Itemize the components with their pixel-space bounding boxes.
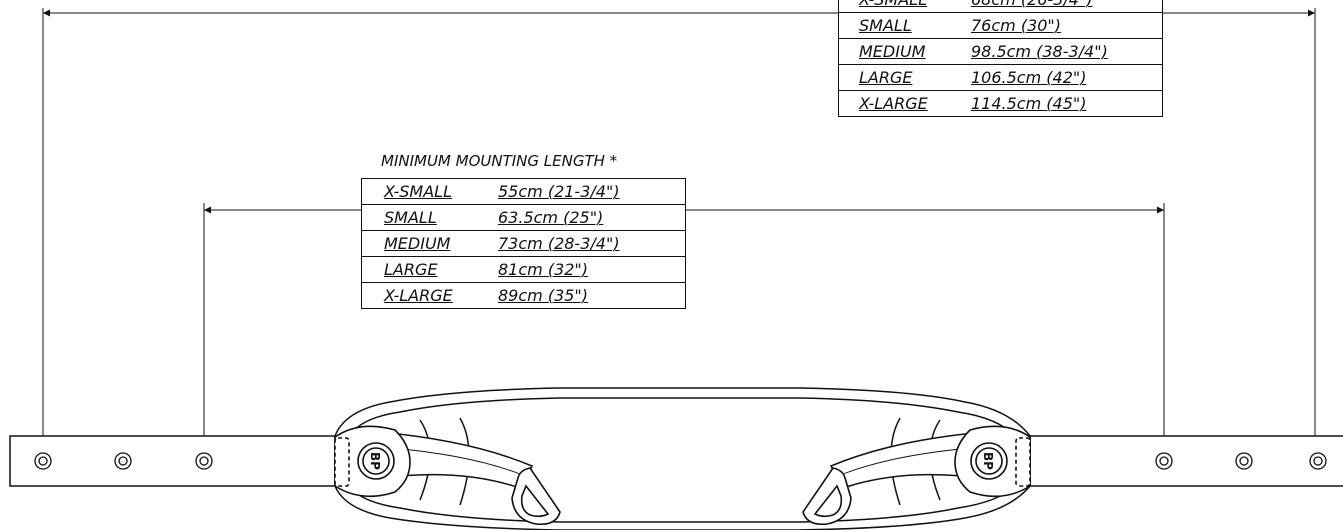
- table-row: SMALL 76cm (30"): [839, 12, 1162, 38]
- eyelets: [34, 452, 1327, 470]
- eyelet-3: [195, 452, 213, 470]
- left-buckle-logo: BP: [368, 452, 382, 470]
- table-row: X-SMALL 68cm (26-3/4"): [839, 0, 1162, 12]
- extension-lines: [42, 8, 1316, 448]
- length-value: 55cm (21-3/4"): [498, 182, 620, 201]
- right-buckle: BP: [954, 425, 1031, 498]
- right-buckle-logo: BP: [981, 452, 995, 470]
- size-label: LARGE: [384, 260, 438, 279]
- size-label: X-LARGE: [384, 286, 453, 305]
- size-label: X-SMALL: [384, 182, 452, 201]
- left-buckle: BP: [334, 425, 411, 498]
- size-label: MEDIUM: [859, 42, 926, 61]
- size-label: SMALL: [859, 16, 912, 35]
- size-label: SMALL: [384, 208, 437, 227]
- minimum-mounting-length-table: X-SMALL 55cm (21-3/4") SMALL 63.5cm (25"…: [361, 178, 686, 309]
- right-d-ring: [802, 467, 852, 526]
- size-label: MEDIUM: [384, 234, 451, 253]
- table-row: LARGE 81cm (32"): [362, 256, 685, 282]
- length-value: 76cm (30"): [971, 16, 1062, 35]
- size-label: X-SMALL: [839, 0, 971, 9]
- length-value: 81cm (32"): [498, 260, 589, 279]
- eyelet-1: [34, 452, 52, 470]
- length-value: 68cm (26-3/4"): [971, 0, 1093, 9]
- length-value: 73cm (28-3/4"): [498, 234, 620, 253]
- size-label: LARGE: [859, 68, 913, 87]
- eyelet-2: [114, 452, 132, 470]
- length-value: 63.5cm (25"): [498, 208, 604, 227]
- maximum-mounting-length-table: X-SMALL 68cm (26-3/4") SMALL 76cm (30") …: [838, 0, 1163, 117]
- length-value: 114.5cm (45"): [971, 94, 1087, 113]
- eyelet-4: [1155, 452, 1173, 470]
- table-row: X-LARGE 114.5cm (45"): [839, 90, 1162, 116]
- table-row: LARGE 106.5cm (42"): [839, 64, 1162, 90]
- minimum-table-title: MINIMUM MOUNTING LENGTH *: [381, 152, 618, 170]
- table-row: SMALL 63.5cm (25"): [362, 204, 685, 230]
- eyelet-5: [1235, 452, 1253, 470]
- size-label: X-LARGE: [859, 94, 928, 113]
- table-row: X-LARGE 89cm (35"): [362, 282, 685, 308]
- table-row: MEDIUM 98.5cm (38-3/4"): [839, 38, 1162, 64]
- length-value: 89cm (35"): [498, 286, 589, 305]
- length-value: 106.5cm (42"): [971, 68, 1087, 87]
- left-d-ring: [511, 467, 561, 526]
- eyelet-6: [1309, 452, 1327, 470]
- length-value: 98.5cm (38-3/4"): [971, 42, 1108, 61]
- table-row: MEDIUM 73cm (28-3/4"): [362, 230, 685, 256]
- table-row: X-SMALL 55cm (21-3/4"): [362, 179, 685, 204]
